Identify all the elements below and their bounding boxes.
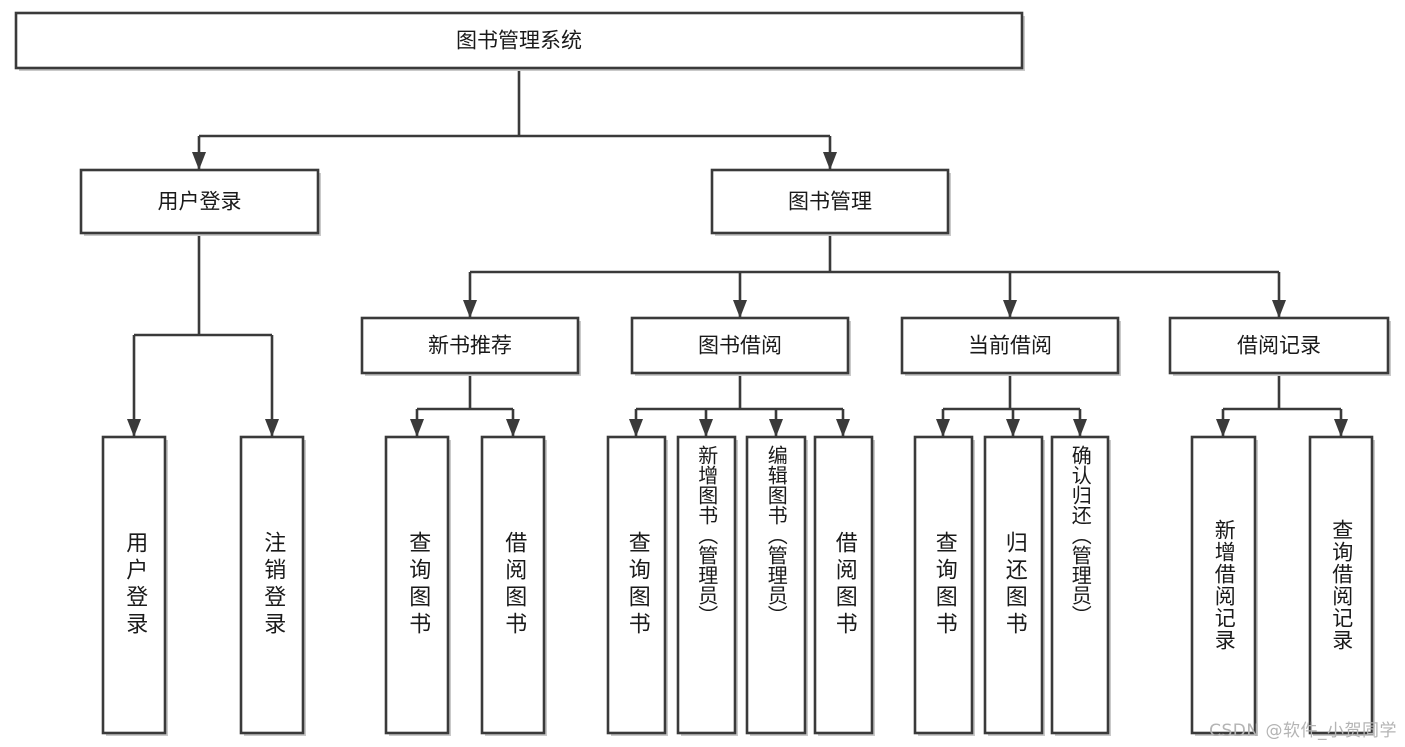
arrow-head-icon: [506, 419, 520, 437]
arrow-head-icon: [629, 419, 643, 437]
arrow-head-icon: [463, 300, 477, 318]
node-leaf-借阅图书[interactable]: [813, 435, 874, 735]
node-label-借阅记录: 借阅记录: [1237, 334, 1321, 358]
arrow-head-icon: [733, 300, 747, 318]
boxes-layer: [14, 11, 1391, 736]
node-level2-图书管理[interactable]: [710, 168, 950, 235]
node-level3-当前借阅[interactable]: [900, 316, 1120, 375]
arrow-head-icon: [1216, 419, 1230, 437]
arrow-head-icon: [410, 419, 424, 437]
node-level2-用户登录[interactable]: [79, 168, 320, 235]
node-leaf-借阅图书[interactable]: [480, 435, 546, 735]
node-level3-借阅记录[interactable]: [1168, 316, 1390, 375]
arrow-head-icon: [1272, 300, 1286, 318]
arrow-head-icon: [1073, 419, 1087, 437]
node-level3-图书借阅[interactable]: [630, 316, 850, 375]
node-leaf-查询图书[interactable]: [384, 435, 450, 735]
arrow-head-icon: [192, 152, 206, 170]
node-label-用户登录: 用户登录: [158, 190, 242, 214]
node-label-图书管理系统: 图书管理系统: [456, 29, 582, 53]
arrow-head-icon: [699, 419, 713, 437]
node-leaf-查询图书[interactable]: [913, 435, 974, 735]
node-leaf-归还图书[interactable]: [983, 435, 1044, 735]
arrow-head-icon: [1006, 419, 1020, 437]
node-label-图书管理: 图书管理: [788, 190, 872, 214]
node-leaf-注销登录[interactable]: [239, 435, 305, 735]
node-leaf-确认归还管理员[interactable]: [1050, 435, 1110, 735]
node-leaf-新增图书管理员[interactable]: [676, 435, 737, 735]
node-level3-新书推荐[interactable]: [360, 316, 580, 375]
node-label-当前借阅: 当前借阅: [968, 334, 1052, 358]
node-leaf-查询图书[interactable]: [606, 435, 667, 735]
arrow-head-icon: [127, 419, 141, 437]
node-leaf-查询借阅记录[interactable]: [1308, 435, 1374, 735]
watermark-text: CSDN @软件_小贺同学: [1209, 721, 1397, 741]
arrow-head-icon: [823, 152, 837, 170]
node-leaf-编辑图书管理员[interactable]: [745, 435, 807, 735]
node-label-图书借阅: 图书借阅: [698, 334, 782, 358]
arrow-head-icon: [1003, 300, 1017, 318]
connectors-layer: [127, 68, 1348, 437]
arrow-head-icon: [769, 419, 783, 437]
arrow-head-icon: [265, 419, 279, 437]
arrow-head-icon: [936, 419, 950, 437]
node-leaf-新增借阅记录[interactable]: [1190, 435, 1257, 735]
node-leaf-用户登录[interactable]: [101, 435, 167, 735]
arrow-head-icon: [1334, 419, 1348, 437]
arrow-head-icon: [836, 419, 850, 437]
node-root-图书管理系统[interactable]: [14, 11, 1024, 70]
node-label-新书推荐: 新书推荐: [428, 334, 512, 358]
